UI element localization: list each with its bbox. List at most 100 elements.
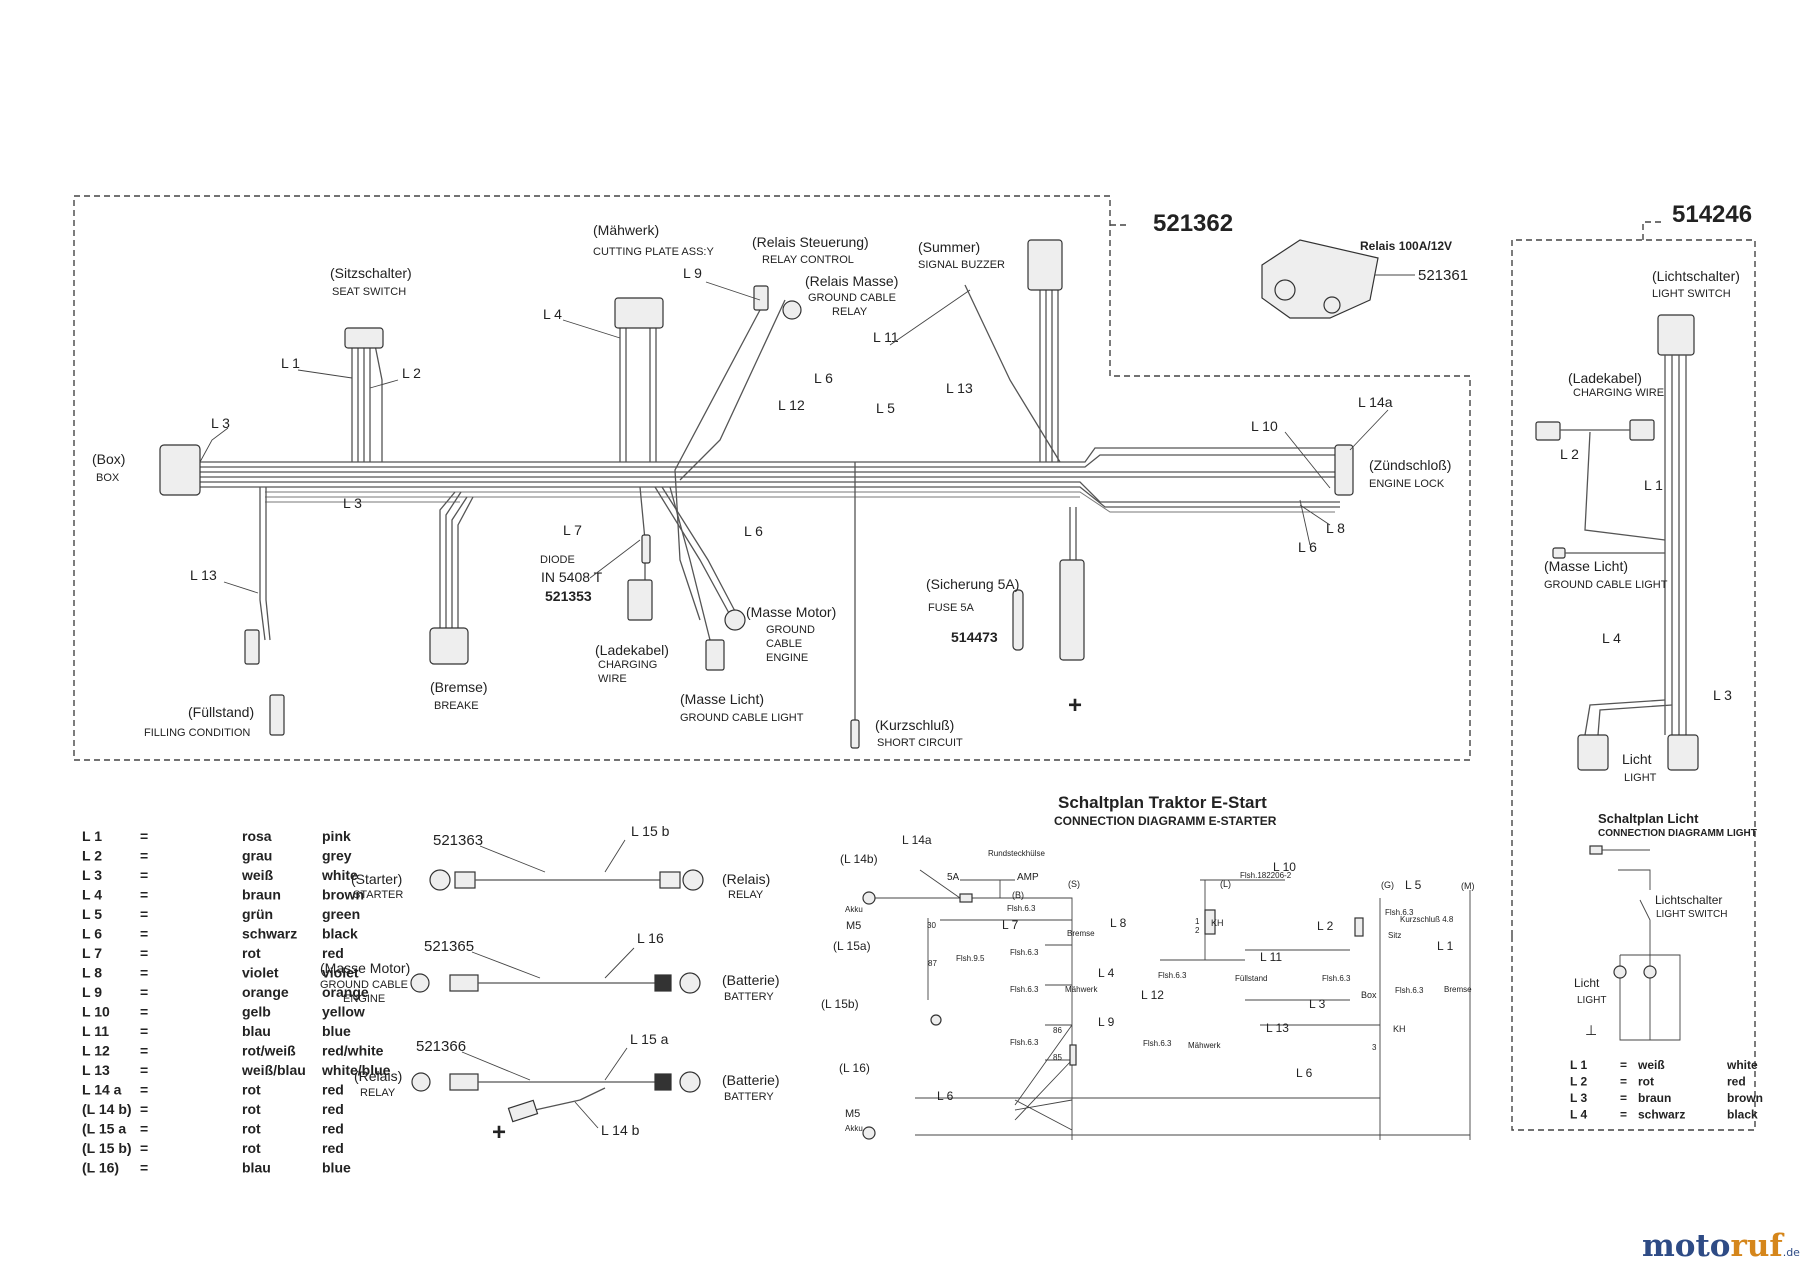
sch-n85: 85 bbox=[1053, 1053, 1062, 1062]
sch-g: (G) bbox=[1381, 880, 1394, 890]
cable1-part-number: 521363 bbox=[433, 832, 483, 849]
light-legend-row-2-en: brown bbox=[1727, 1091, 1763, 1105]
cable3-right-label: (Batterie) bbox=[722, 1072, 780, 1088]
legend-row-9-en: yellow bbox=[322, 1004, 365, 1020]
charging-label-en2: WIRE bbox=[598, 673, 627, 685]
legend-row-2-en: white bbox=[321, 867, 358, 883]
sch-f63f: Flsh.6.3 bbox=[1143, 1039, 1172, 1048]
ignition-label-en: ENGINE LOCK bbox=[1369, 478, 1445, 490]
legend-row-16-code: (L 15 b) bbox=[82, 1140, 132, 1156]
legend-row-10-de: blau bbox=[242, 1023, 271, 1039]
legend-row-12-en: white/blue bbox=[321, 1062, 391, 1078]
sch-f63g: Flsh.6.3 bbox=[1322, 974, 1351, 983]
sch-m: (M) bbox=[1461, 881, 1475, 891]
diode-part-number: 521353 bbox=[545, 588, 592, 604]
legend-row-4-en: green bbox=[322, 906, 360, 922]
estart-schematic: Schaltplan Traktor E-Start CONNECTION DI… bbox=[821, 793, 1475, 1140]
sch-maehwerk: Mähwerk bbox=[1065, 985, 1098, 994]
buzzer-label: (Summer) bbox=[918, 239, 980, 255]
legend-row-2-de: weiß bbox=[241, 867, 274, 883]
light-legend-row-2-eq: = bbox=[1620, 1091, 1627, 1105]
legend-row-4-code: L 5 bbox=[82, 906, 102, 922]
light-legend-row-1-en: red bbox=[1727, 1075, 1746, 1089]
legend-row-15-en: red bbox=[322, 1121, 344, 1137]
legend-row-8-eq: = bbox=[140, 984, 148, 1000]
sch-f63b: Flsh.6.3 bbox=[1010, 948, 1039, 957]
seat-switch-connector bbox=[344, 327, 384, 349]
legend-row-15-de: rot bbox=[242, 1121, 261, 1137]
charging-label-en1: CHARGING bbox=[598, 659, 657, 671]
fuse-label: (Sicherung 5A) bbox=[926, 576, 1019, 592]
sch-l8: L 8 bbox=[1110, 916, 1127, 930]
fill-condition-label: (Füllstand) bbox=[188, 704, 254, 720]
diode-label: DIODE bbox=[540, 554, 575, 566]
cable1-wire-label: L 15 b bbox=[631, 823, 670, 839]
wire-l3b-label: L 3 bbox=[343, 495, 362, 511]
legend-row-5-de: schwarz bbox=[242, 926, 297, 942]
relay-ground-label-en1: GROUND CABLE bbox=[808, 292, 896, 304]
light-diagram-switch-label: Lichtschalter bbox=[1655, 893, 1722, 907]
legend-row-9-de: gelb bbox=[242, 1004, 271, 1020]
ground-light-label: (Masse Licht) bbox=[680, 691, 764, 707]
legend-row-14-eq: = bbox=[140, 1101, 148, 1117]
legend-row-4-eq: = bbox=[140, 906, 148, 922]
mower-label-en: CUTTING PLATE ASS:Y bbox=[593, 246, 714, 258]
light-legend-row-3-de: schwarz bbox=[1638, 1108, 1685, 1122]
fill-condition-label-en: FILLING CONDITION bbox=[144, 727, 250, 739]
sch-n3: 3 bbox=[1372, 1043, 1377, 1052]
buzzer-connector bbox=[1027, 239, 1063, 291]
cable3-plus-sign: + bbox=[492, 1119, 506, 1146]
legend-row-7-eq: = bbox=[140, 965, 148, 981]
ground-motor-ring bbox=[724, 609, 746, 631]
legend-row-13-en: red bbox=[322, 1082, 344, 1098]
light-switch-label-en: LIGHT SWITCH bbox=[1652, 288, 1731, 300]
short-circuit-plug bbox=[850, 719, 860, 749]
light-legend-row-2-de: braun bbox=[1638, 1091, 1671, 1105]
light-legend-row-0-de: weiß bbox=[1637, 1058, 1665, 1072]
sch-l6b: L 6 bbox=[937, 1089, 954, 1103]
sch-n87: 87 bbox=[928, 959, 937, 968]
legend-row-8-en: orange bbox=[322, 984, 369, 1000]
light-label-en: LIGHT bbox=[1624, 772, 1657, 784]
legend-row-14-code: (L 14 b) bbox=[82, 1101, 132, 1117]
light-legend-row-2-code: L 3 bbox=[1570, 1091, 1587, 1105]
sch-l1: L 1 bbox=[1437, 939, 1454, 953]
legend-row-0-eq: = bbox=[140, 828, 148, 844]
sch-l2: L 2 bbox=[1317, 919, 1334, 933]
light-ground-label: (Masse Licht) bbox=[1544, 558, 1628, 574]
sch-l14a: L 14a bbox=[902, 833, 932, 847]
legend-row-10-en: blue bbox=[322, 1023, 351, 1039]
sch-l: (L) bbox=[1220, 879, 1231, 889]
sch-m5: M5 bbox=[846, 920, 861, 932]
ignition-label: (Zündschloß) bbox=[1369, 457, 1451, 473]
sch-bremse: Bremse bbox=[1067, 929, 1095, 938]
light-legend-row-3-eq: = bbox=[1620, 1108, 1627, 1122]
legend-row-11-en: red/white bbox=[322, 1043, 384, 1059]
cable2-left-label-en1: GROUND CABLE bbox=[320, 979, 408, 991]
light-diagram-title: Schaltplan Licht bbox=[1598, 811, 1699, 826]
sch-l5: L 5 bbox=[1405, 878, 1422, 892]
cable1-left-label: (Starter) bbox=[351, 871, 402, 887]
sch-fuse: 5A bbox=[947, 872, 960, 883]
legend-row-16-de: rot bbox=[242, 1140, 261, 1156]
sch-f63d: Flsh.6.3 bbox=[1010, 1038, 1039, 1047]
legend-row-0-de: rosa bbox=[242, 828, 272, 844]
light-charging-label-en: CHARGING WIRE bbox=[1573, 387, 1664, 399]
legend-row-0-en: pink bbox=[322, 828, 351, 844]
sch-m5b: M5 bbox=[845, 1108, 860, 1120]
light-ground-label-en: GROUND CABLE LIGHT bbox=[1544, 579, 1668, 591]
cable3-right-label-en: BATTERY bbox=[724, 1091, 774, 1103]
legend-row-8-code: L 9 bbox=[82, 984, 102, 1000]
legend-row-9-code: L 10 bbox=[82, 1004, 110, 1020]
light-switch-label: (Lichtschalter) bbox=[1652, 268, 1740, 284]
sch-box: Box bbox=[1361, 990, 1377, 1000]
legend-row-2-eq: = bbox=[140, 867, 148, 883]
ground-motor-label: (Masse Motor) bbox=[746, 604, 836, 620]
wire-l12-label: L 12 bbox=[778, 397, 805, 413]
light-diagram-subtitle: CONNECTION DIAGRAMM LIGHT bbox=[1598, 828, 1757, 839]
fill-condition-connector-b bbox=[269, 694, 285, 736]
legend-row-11-code: L 12 bbox=[82, 1043, 110, 1059]
fuse-5a bbox=[1012, 589, 1024, 651]
